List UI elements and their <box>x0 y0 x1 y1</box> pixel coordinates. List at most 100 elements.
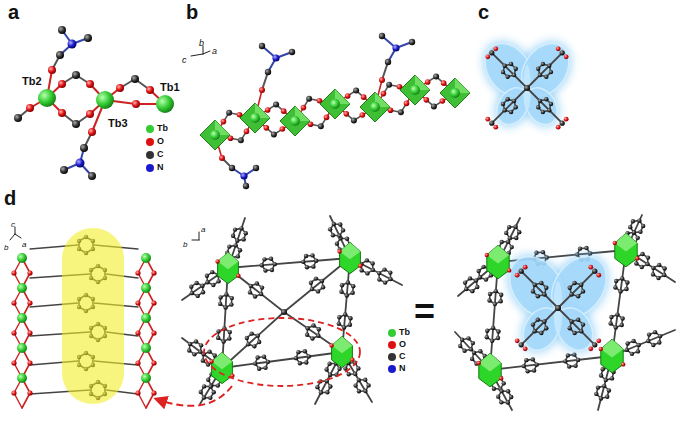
atom <box>199 390 203 394</box>
atom <box>656 276 660 280</box>
atom <box>507 268 511 272</box>
bond <box>558 308 595 345</box>
atom <box>410 85 420 95</box>
atom <box>217 279 221 283</box>
atom <box>555 305 561 311</box>
atom <box>233 227 237 231</box>
atom <box>327 361 331 365</box>
label-holder: c <box>11 214 15 230</box>
atom <box>218 295 222 299</box>
atom <box>547 64 551 68</box>
atom <box>504 231 508 235</box>
label-holder: Tb1 <box>160 78 180 94</box>
legend-row: Tb <box>146 124 168 133</box>
atom <box>637 343 641 347</box>
atom <box>11 270 16 275</box>
atom <box>576 294 580 298</box>
atom <box>27 330 32 335</box>
atom <box>17 343 27 353</box>
atom <box>240 172 247 179</box>
atom <box>462 349 466 353</box>
atom <box>494 289 498 293</box>
atom <box>536 66 540 70</box>
atom <box>625 348 629 352</box>
atom <box>221 119 227 125</box>
atom <box>226 110 232 116</box>
atom <box>290 116 300 126</box>
atom <box>96 91 114 109</box>
axis-label: a <box>201 225 205 234</box>
atom <box>365 258 369 262</box>
label-holder: a <box>201 219 205 235</box>
atom <box>194 339 198 343</box>
axis-label: c <box>182 55 187 65</box>
atom <box>361 94 367 100</box>
atom <box>385 59 391 65</box>
atom <box>249 284 253 288</box>
atom <box>212 390 216 394</box>
legend-text: N <box>399 364 406 373</box>
atom <box>519 342 524 347</box>
legend-text: N <box>157 163 164 172</box>
panel-letter: a <box>8 1 19 23</box>
atom <box>458 344 462 348</box>
atom <box>253 361 257 365</box>
atom <box>351 117 357 123</box>
atom <box>262 257 266 261</box>
atom <box>610 376 614 380</box>
atom <box>493 46 498 51</box>
atom <box>17 313 27 323</box>
atom <box>58 80 66 88</box>
atom <box>370 102 380 112</box>
legend-swatch <box>146 125 154 133</box>
atom <box>235 238 239 242</box>
atom <box>135 330 140 335</box>
atom <box>151 360 156 365</box>
atom <box>514 66 518 70</box>
atom <box>311 264 315 268</box>
atom <box>324 367 328 371</box>
atom <box>224 292 228 296</box>
atom <box>496 394 500 398</box>
atom <box>68 40 77 49</box>
panel-letter: c <box>478 1 489 23</box>
atom <box>255 281 259 285</box>
atom <box>187 348 191 352</box>
atom <box>636 236 640 240</box>
pointer-arrow <box>156 386 232 406</box>
atom <box>239 226 243 230</box>
atom <box>620 323 624 327</box>
atom <box>604 378 608 382</box>
axis-label: a <box>212 46 217 56</box>
tb-polyhedron <box>615 233 637 267</box>
atom <box>38 89 56 107</box>
atom <box>620 276 624 280</box>
atom <box>620 316 624 320</box>
atom <box>11 390 16 395</box>
atom <box>304 360 308 364</box>
legend-swatch <box>388 341 396 349</box>
atom <box>579 283 583 287</box>
atom <box>301 105 307 111</box>
atom <box>228 330 232 334</box>
atom <box>366 383 370 387</box>
legend-swatch <box>146 138 154 146</box>
atom <box>328 227 332 231</box>
atom <box>539 331 543 335</box>
atom <box>11 300 16 305</box>
atom <box>640 265 644 269</box>
atom <box>409 39 415 45</box>
atom <box>263 366 267 370</box>
atom <box>485 117 490 122</box>
bond <box>192 240 199 241</box>
label-holder: b <box>199 33 204 49</box>
atom <box>345 293 349 297</box>
atom <box>238 248 242 252</box>
atom <box>524 85 530 91</box>
atom <box>253 294 257 298</box>
atom <box>337 234 341 238</box>
legend-row: C <box>146 150 164 159</box>
atom <box>463 280 467 284</box>
atom <box>353 372 357 376</box>
atom <box>538 99 542 103</box>
